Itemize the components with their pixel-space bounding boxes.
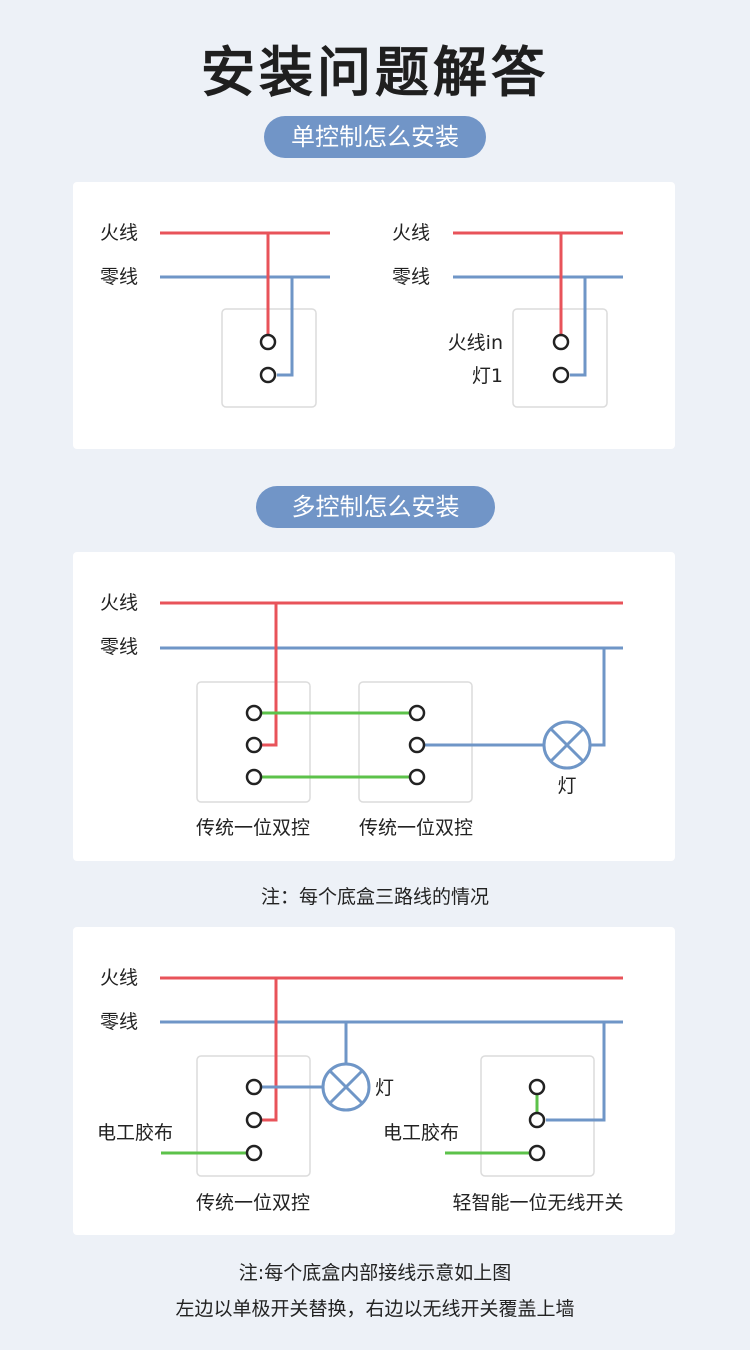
neutral-wire-label: 零线 xyxy=(100,266,138,288)
terminal xyxy=(552,333,570,351)
terminal xyxy=(259,366,277,384)
live-wire-label: 火线 xyxy=(100,222,138,244)
tape-label-left: 电工胶布 xyxy=(97,1122,173,1144)
switch-2-label: 轻智能一位无线开关 xyxy=(452,1192,623,1214)
terminal xyxy=(528,1078,546,1096)
terminal xyxy=(245,704,263,722)
terminal-lamp-label: 灯1 xyxy=(472,365,503,387)
terminal xyxy=(245,768,263,786)
terminal xyxy=(408,704,426,722)
single-control-diagram: 火线 零线 火线 零线 火线in 灯1 xyxy=(100,222,623,408)
terminal xyxy=(245,736,263,754)
multi-control-diagram: 火线 零线 灯 传统一位双控 传统一位双控 xyxy=(100,592,623,839)
terminal xyxy=(408,736,426,754)
terminal xyxy=(528,1111,546,1129)
single-control-right: 火线 零线 火线in 灯1 xyxy=(392,222,623,408)
wireless-control-diagram: 火线 零线 灯 电工胶布 电工胶布 传统一位双控 轻智能一位无线开关 xyxy=(97,967,624,1214)
live-wire-label: 火线 xyxy=(100,967,138,989)
terminal xyxy=(259,333,277,351)
neutral-wire-label: 零线 xyxy=(100,1011,138,1033)
neutral-drop-wire xyxy=(546,1022,606,1122)
terminal xyxy=(552,366,570,384)
terminal xyxy=(408,768,426,786)
terminal xyxy=(245,1111,263,1129)
single-control-left: 火线 零线 xyxy=(100,222,330,408)
multi-control-panel: 火线 零线 灯 传统一位双控 传统一位双控 xyxy=(73,552,675,861)
terminal xyxy=(245,1144,263,1162)
single-control-heading: 单控制怎么安装 xyxy=(264,116,486,158)
lamp-label: 灯 xyxy=(557,775,576,797)
live-drop-wire xyxy=(261,603,278,747)
neutral-wire-label: 零线 xyxy=(392,266,430,288)
single-control-panel: 火线 零线 火线 零线 火线in 灯1 xyxy=(73,182,675,449)
multi-control-heading: 多控制怎么安装 xyxy=(256,486,495,528)
lamp-icon xyxy=(542,720,592,770)
neutral-wire-label: 零线 xyxy=(100,636,138,658)
switch-2-label: 传统一位双控 xyxy=(359,817,473,839)
live-drop-wire xyxy=(261,978,278,1122)
lamp-label: 灯 xyxy=(375,1077,394,1099)
lamp-return-wire xyxy=(591,648,606,747)
terminal-in-label: 火线in xyxy=(448,332,503,354)
neutral-drop-wire xyxy=(277,277,294,377)
live-wire-label: 火线 xyxy=(100,592,138,614)
page-title: 安装问题解答 xyxy=(201,41,549,104)
terminal xyxy=(528,1144,546,1162)
wireless-note-line-1: 注:每个底盒内部接线示意如上图 xyxy=(238,1262,512,1284)
switch-1-label: 传统一位双控 xyxy=(196,1192,310,1214)
switch-1-label: 传统一位双控 xyxy=(196,817,310,839)
wireless-note-line-2: 左边以单极开关替换，右边以无线开关覆盖上墙 xyxy=(175,1298,575,1320)
terminal xyxy=(245,1078,263,1096)
neutral-drop-wire xyxy=(570,277,587,377)
lamp-icon xyxy=(321,1062,371,1112)
tape-label-right: 电工胶布 xyxy=(383,1122,459,1144)
wireless-control-panel: 火线 零线 灯 电工胶布 电工胶布 传统一位双控 轻智能一位无线开关 xyxy=(73,927,675,1235)
multi-control-note: 注：每个底盒三路线的情况 xyxy=(260,886,489,908)
live-wire-label: 火线 xyxy=(392,222,430,244)
